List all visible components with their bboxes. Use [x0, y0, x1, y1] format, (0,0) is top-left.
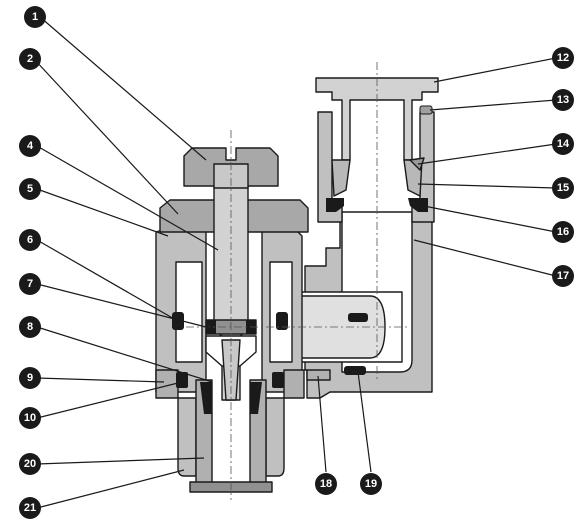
callout-15: 15	[552, 177, 574, 199]
leader-6	[36, 239, 177, 321]
elbow-seal-19	[344, 366, 366, 375]
callout-20-circle	[19, 453, 41, 475]
piston-seal	[206, 320, 216, 334]
lower-body-21	[177, 397, 197, 477]
callout-5-circle	[19, 178, 41, 200]
leader-4	[36, 145, 219, 251]
callout-1-circle	[24, 6, 46, 28]
callout-19-label: 19	[365, 478, 377, 490]
leader-8	[36, 326, 213, 383]
o-ring-6	[172, 312, 184, 330]
lower-body-right	[265, 397, 285, 477]
callout-15-label: 15	[557, 182, 569, 194]
leader-12	[433, 57, 557, 83]
callout-7: 7	[19, 273, 41, 295]
callout-14-label: 14	[557, 138, 570, 150]
leader-16	[423, 205, 557, 233]
callout-18-circle	[315, 473, 337, 495]
callout-17: 17	[552, 265, 574, 287]
o-ring-6-right	[276, 312, 288, 330]
collet-left	[331, 159, 351, 197]
callout-21-label: 21	[24, 502, 36, 514]
callout-10-label: 10	[24, 412, 36, 424]
elbow-body	[291, 211, 433, 399]
callout-4: 4	[19, 135, 41, 157]
callout-8-circle	[19, 316, 41, 338]
callout-2-label: 2	[27, 53, 33, 65]
callout-16-circle	[552, 221, 574, 243]
push-in-fitting	[315, 77, 439, 223]
fitting-seal-16	[408, 198, 428, 212]
callout-12-circle	[552, 47, 574, 69]
leader-lines	[33, 16, 557, 509]
callout-18-label: 18	[320, 478, 332, 490]
callout-16: 16	[552, 221, 574, 243]
seal-ring-10	[176, 372, 188, 388]
callout-12: 12	[552, 47, 574, 69]
callout-14-circle	[552, 133, 574, 155]
callout-4-circle	[19, 135, 41, 157]
seal-ring-10-right	[272, 372, 284, 388]
callout-21-circle	[19, 497, 41, 519]
callout-13-circle	[552, 89, 574, 111]
leader-18	[317, 375, 327, 473]
callout-2-circle	[19, 48, 41, 70]
leader-13	[429, 99, 557, 111]
callout-1-label: 1	[32, 11, 38, 23]
horizontal-bore-seal-upper	[348, 313, 368, 322]
callout-17-circle	[552, 265, 574, 287]
callout-badges: 1 2 4 5 6 7 8 9	[19, 6, 574, 519]
leader-14	[417, 143, 557, 165]
callout-9: 9	[19, 367, 41, 389]
leader-17	[413, 239, 557, 277]
callout-1: 1	[24, 6, 46, 28]
callout-20-label: 20	[24, 458, 36, 470]
callout-16-label: 16	[557, 226, 569, 238]
lower-seal-right	[250, 382, 262, 414]
callout-2: 2	[19, 48, 41, 70]
callout-4-label: 4	[27, 140, 34, 152]
leader-2	[33, 58, 179, 215]
leader-7	[36, 283, 211, 329]
callout-17-label: 17	[557, 270, 569, 282]
callout-6-label: 6	[27, 234, 33, 246]
release-button-12	[315, 77, 439, 161]
callout-7-label: 7	[27, 278, 33, 290]
callout-5: 5	[19, 178, 41, 200]
callout-9-label: 9	[27, 372, 33, 384]
callout-15-circle	[552, 177, 574, 199]
callout-19-circle	[360, 473, 382, 495]
center-axes	[186, 62, 410, 500]
callout-21: 21	[19, 497, 41, 519]
callout-18: 18	[315, 473, 337, 495]
callout-10: 10	[19, 407, 41, 429]
leader-15	[417, 183, 557, 189]
callout-6-circle	[19, 229, 41, 251]
elbow-ledge-18	[306, 369, 331, 381]
callout-14: 14	[552, 133, 574, 155]
leader-1	[39, 16, 207, 161]
callout-13-label: 13	[557, 94, 569, 106]
callout-13: 13	[552, 89, 574, 111]
callout-5-label: 5	[27, 183, 33, 195]
callout-19: 19	[360, 473, 382, 495]
callout-8-label: 8	[27, 321, 33, 333]
housing-lip-right	[283, 369, 305, 399]
callout-9-circle	[19, 367, 41, 389]
leader-20	[36, 457, 205, 465]
callout-7-circle	[19, 273, 41, 295]
leader-10	[36, 381, 183, 419]
lower-seal-left	[200, 382, 212, 414]
callout-8: 8	[19, 316, 41, 338]
leader-19	[357, 371, 372, 473]
callout-20: 20	[19, 453, 41, 475]
fitting-seal-left	[326, 198, 344, 212]
callout-12-label: 12	[557, 52, 569, 64]
leader-21	[36, 469, 185, 509]
callout-10-circle	[19, 407, 41, 429]
leader-9	[36, 377, 165, 383]
callout-6: 6	[19, 229, 41, 251]
leader-5	[36, 188, 169, 237]
